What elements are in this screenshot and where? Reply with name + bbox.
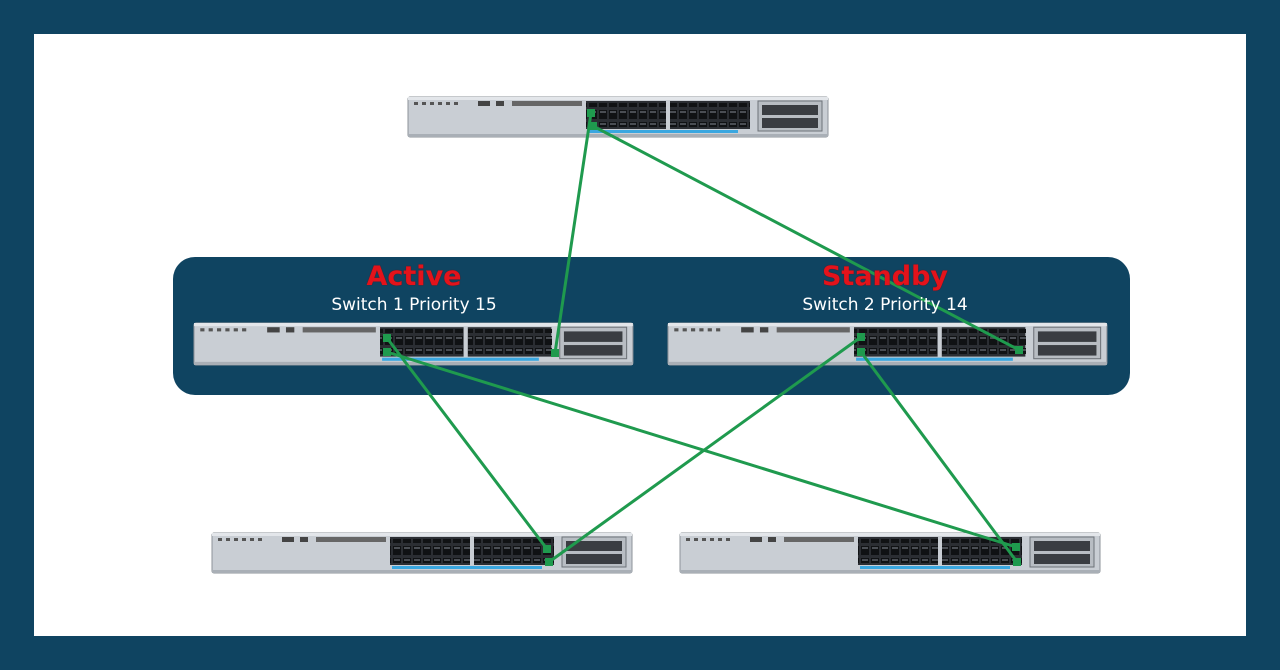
- port-dot: [383, 348, 391, 356]
- standby-priority: Switch 2 Priority 14: [802, 295, 968, 315]
- link-standby-to-bottom-left: [547, 335, 863, 564]
- active-role: Active: [366, 261, 462, 292]
- link-top-to-active: [553, 111, 593, 355]
- port-dot: [589, 122, 597, 130]
- port-dot: [1015, 346, 1023, 354]
- active-priority: Switch 1 Priority 15: [331, 295, 497, 315]
- active-switch: [193, 322, 634, 366]
- port-dot: [1013, 558, 1021, 566]
- link-standby-to-bottom-right: [859, 350, 1019, 564]
- port-dot: [543, 545, 551, 553]
- port-dot: [857, 348, 865, 356]
- active-label: Active Switch 1 Priority 15: [284, 262, 544, 316]
- link-active-to-bottom-left: [385, 336, 549, 551]
- port-dot: [857, 333, 865, 341]
- port-dot: [545, 558, 553, 566]
- port-dot: [587, 109, 595, 117]
- standby-switch: [667, 322, 1108, 366]
- access-switch-right: [679, 532, 1101, 574]
- link-top-to-standby: [591, 124, 1021, 352]
- port-dot: [551, 349, 559, 357]
- link-active-to-bottom-right: [385, 350, 1018, 549]
- core-switch-top: [407, 96, 829, 138]
- access-switch-left: [211, 532, 633, 574]
- standby-label: Standby Switch 2 Priority 14: [755, 262, 1015, 316]
- standby-role: Standby: [821, 261, 949, 292]
- port-dot: [1012, 543, 1020, 551]
- port-dot: [383, 334, 391, 342]
